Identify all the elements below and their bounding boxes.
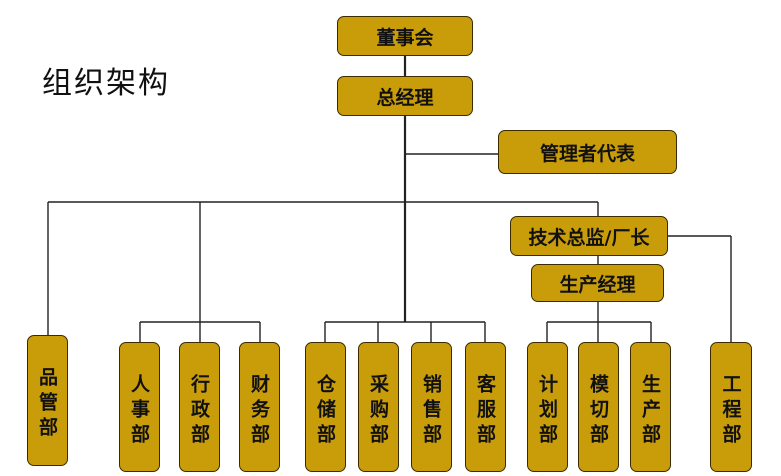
admin-dept-node: 行政部 (179, 342, 220, 472)
management-rep-node: 管理者代表 (498, 130, 677, 174)
general-manager-node: 总经理 (337, 76, 473, 116)
quality-dept-node: 品管部 (27, 335, 68, 466)
engineering-dept-node: 工程部 (710, 342, 752, 472)
page-title: 组织架构 (42, 66, 170, 101)
warehouse-dept-node: 仓储部 (305, 342, 346, 472)
customer-service-dept-node: 客服部 (465, 342, 506, 472)
production-manager-node: 生产经理 (531, 264, 664, 302)
chairman-node: 董事会 (337, 16, 473, 56)
finance-dept-node: 财务部 (239, 342, 280, 472)
die-cutting-dept-node: 模切部 (578, 342, 619, 472)
production-dept-node: 生产部 (630, 342, 671, 472)
hr-dept-node: 人事部 (119, 342, 160, 472)
technical-director-node: 技术总监/厂长 (510, 216, 668, 256)
sales-dept-node: 销售部 (411, 342, 452, 472)
purchasing-dept-node: 采购部 (358, 342, 399, 472)
planning-dept-node: 计划部 (527, 342, 568, 472)
